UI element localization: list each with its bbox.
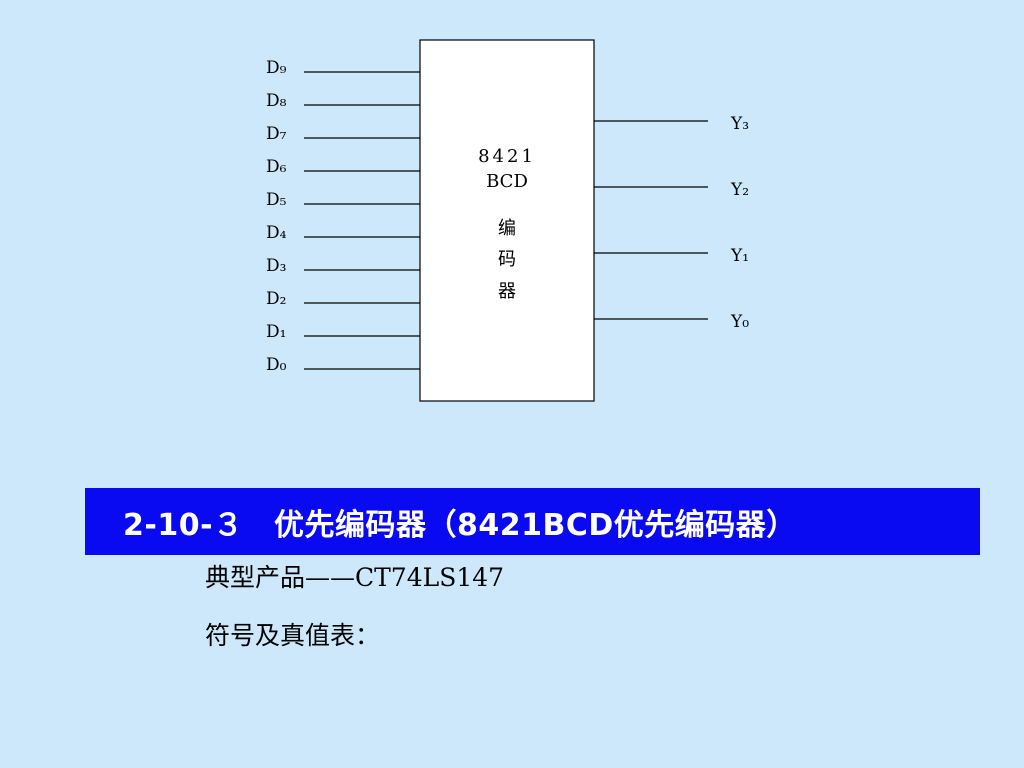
input-pin-label: D₉ (266, 58, 287, 78)
symbol-truth-table-text: 符号及真值表： (205, 621, 381, 650)
input-pin-label: D₆ (266, 157, 287, 177)
output-pin-label: Y₃ (730, 114, 749, 134)
output-pins: Y₃ Y₂ Y₁ Y₀ (594, 114, 749, 332)
output-pin-label: Y₁ (730, 246, 749, 266)
input-pins: D₉ D₈ D₇ D₆ D₅ D₄ D₃ D₂ D₁ D₀ (266, 58, 420, 375)
section-title-banner: 2-10-３ 优先编码器（8421BCD优先编码器） (85, 488, 980, 555)
block-label-qi: 器 (498, 281, 516, 302)
input-pin-label: D₇ (266, 124, 287, 144)
encoder-block (419, 39, 595, 402)
input-pin-label: D₀ (266, 355, 287, 375)
typical-product-text: 典型产品——CT74LS147 (205, 563, 505, 592)
input-pin-label: D₃ (266, 256, 286, 276)
output-pin-label: Y₀ (730, 312, 749, 332)
encoder-diagram: D₉ D₈ D₇ D₆ D₅ D₄ D₃ D₂ D₁ D₀ Y₃ Y₂ Y₁ Y₀ 8421 BCD 编… (266, 39, 749, 402)
input-pin-label: D₈ (266, 91, 287, 111)
input-pin-label: D₂ (266, 289, 286, 309)
section-title: 2-10-３ 优先编码器（8421BCD优先编码器） (123, 507, 797, 543)
block-label-bcd: BCD (486, 171, 528, 192)
block-label-8421: 8421 (478, 146, 536, 167)
output-pin-label: Y₂ (730, 180, 749, 200)
encoder-block-label: 8421 BCD 编 码 器 (478, 146, 536, 302)
input-pin-label: D₄ (266, 223, 287, 243)
input-pin-label: D₁ (266, 322, 286, 342)
input-pin-label: D₅ (266, 190, 287, 210)
block-label-bian: 编 (498, 218, 516, 239)
block-label-ma: 码 (498, 249, 516, 270)
